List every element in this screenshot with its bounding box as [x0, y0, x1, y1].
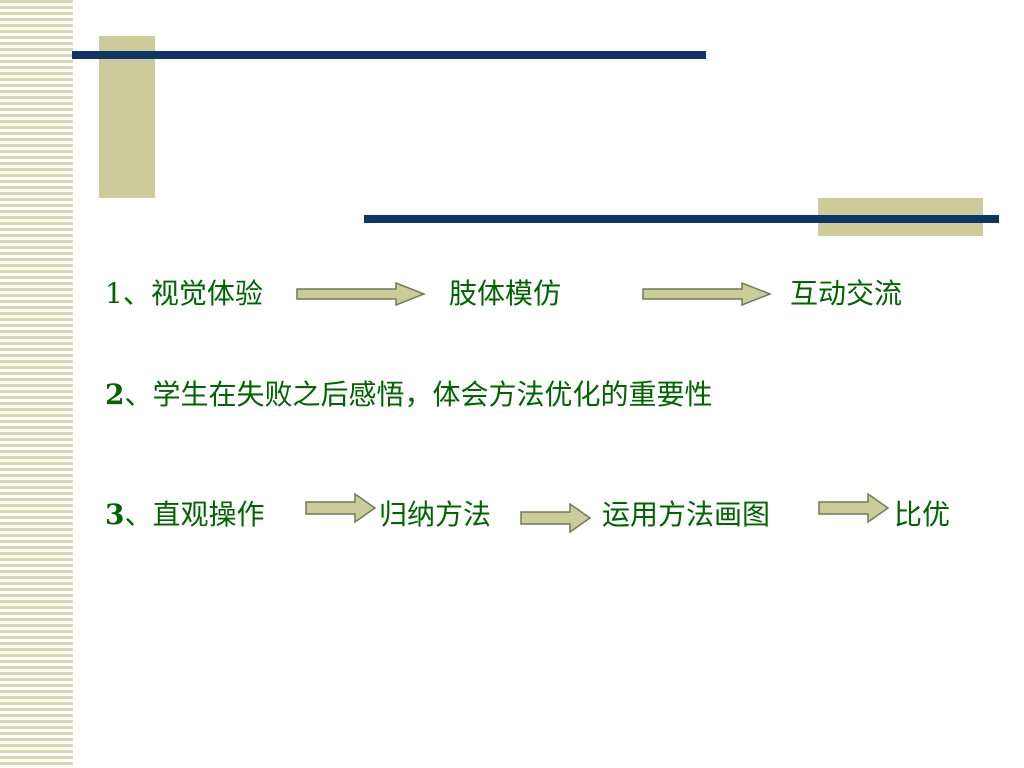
line3-summarize-method: 归纳方法 — [379, 498, 492, 531]
striped-side-border — [0, 0, 73, 768]
line3-number: 3 — [105, 498, 125, 531]
right-arrow-icon — [305, 493, 377, 523]
right-arrow-icon — [818, 493, 890, 523]
line3-direct-operation: 、直观操作 — [124, 498, 265, 531]
decorative-navy-line-middle — [364, 215, 999, 223]
line2-number: 2 — [105, 378, 125, 411]
line2-content: 、学生在失败之后感悟，体会方法优化的重要性 — [124, 378, 713, 411]
line3-first-step: 3、直观操作 — [105, 498, 265, 532]
line1-interactive-exchange: 互动交流 — [790, 277, 903, 310]
line2-text: 2、学生在失败之后感悟，体会方法优化的重要性 — [105, 378, 713, 412]
decorative-navy-line-top — [72, 51, 706, 59]
line1-visual-experience: 1、视觉体验 — [105, 277, 263, 310]
line3-compare: 比优 — [894, 498, 951, 531]
right-arrow-icon — [520, 503, 592, 533]
line3-apply-method-drawing: 运用方法画图 — [602, 498, 771, 531]
decorative-tan-block-top — [99, 36, 155, 198]
line1-body-imitation: 肢体模仿 — [449, 277, 562, 310]
right-arrow-icon — [642, 282, 772, 306]
right-arrow-icon — [296, 282, 426, 306]
